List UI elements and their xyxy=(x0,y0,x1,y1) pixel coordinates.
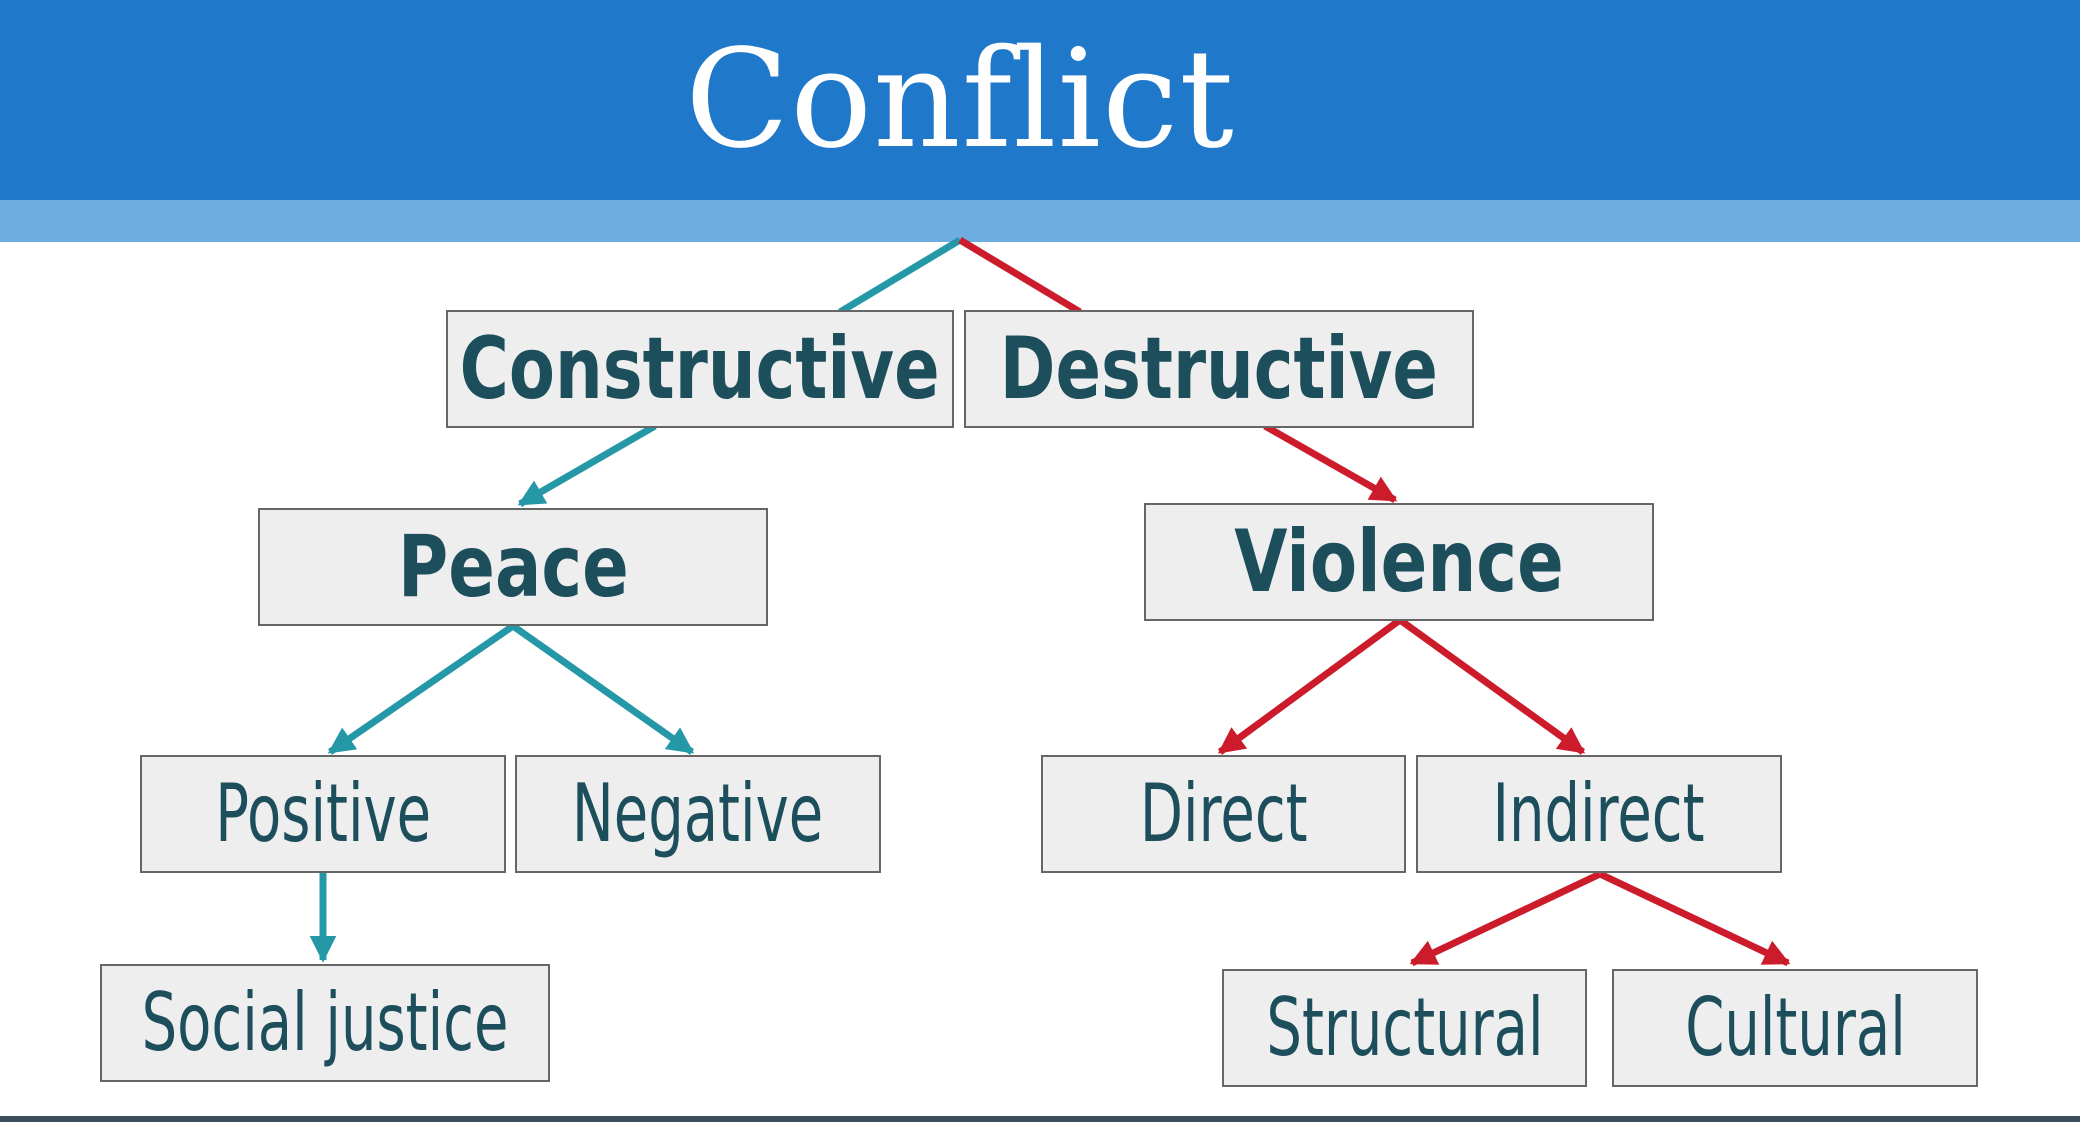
node-violence: Violence xyxy=(1144,503,1654,621)
title-banner xyxy=(0,0,2080,200)
diagram-title: Conflict xyxy=(685,21,1235,179)
arrow-peace-negative xyxy=(510,623,695,755)
node-peace-label: Peace xyxy=(397,517,629,617)
node-structural-label: Structural xyxy=(1265,981,1544,1074)
node-constructive: Constructive xyxy=(446,310,954,428)
arrow-indirect-structural xyxy=(1409,870,1602,967)
node-destructive-label: Destructive xyxy=(999,319,1439,419)
arrow-violence-indirect xyxy=(1397,617,1586,755)
node-direct: Direct xyxy=(1041,755,1406,873)
node-cultural-label: Cultural xyxy=(1684,981,1906,1074)
node-violence-label: Violence xyxy=(1234,512,1564,612)
node-positive-label: Positive xyxy=(215,767,431,860)
bottom-rule xyxy=(0,1116,2080,1122)
arrow-destructive-violence xyxy=(1263,422,1398,504)
node-negative: Negative xyxy=(515,755,881,873)
node-social-justice-label: Social justice xyxy=(141,976,509,1069)
arrow-violence-direct xyxy=(1217,617,1403,755)
node-destructive: Destructive xyxy=(964,310,1474,428)
node-positive: Positive xyxy=(140,755,506,873)
arrow-indirect-cultural xyxy=(1598,870,1791,967)
node-cultural: Cultural xyxy=(1612,969,1978,1087)
node-indirect-label: Indirect xyxy=(1492,767,1706,860)
node-social-justice: Social justice xyxy=(100,964,550,1082)
node-indirect: Indirect xyxy=(1416,755,1782,873)
title-banner-stripe xyxy=(0,200,2080,242)
node-negative-label: Negative xyxy=(572,767,824,860)
node-constructive-label: Constructive xyxy=(460,319,940,419)
node-structural: Structural xyxy=(1222,969,1587,1087)
edge-conflict-destructive xyxy=(958,236,1082,316)
node-direct-label: Direct xyxy=(1139,767,1308,860)
arrow-constructive-peace xyxy=(517,422,657,508)
edge-conflict-constructive xyxy=(838,236,962,316)
node-peace: Peace xyxy=(258,508,768,626)
arrow-peace-positive xyxy=(327,623,515,755)
